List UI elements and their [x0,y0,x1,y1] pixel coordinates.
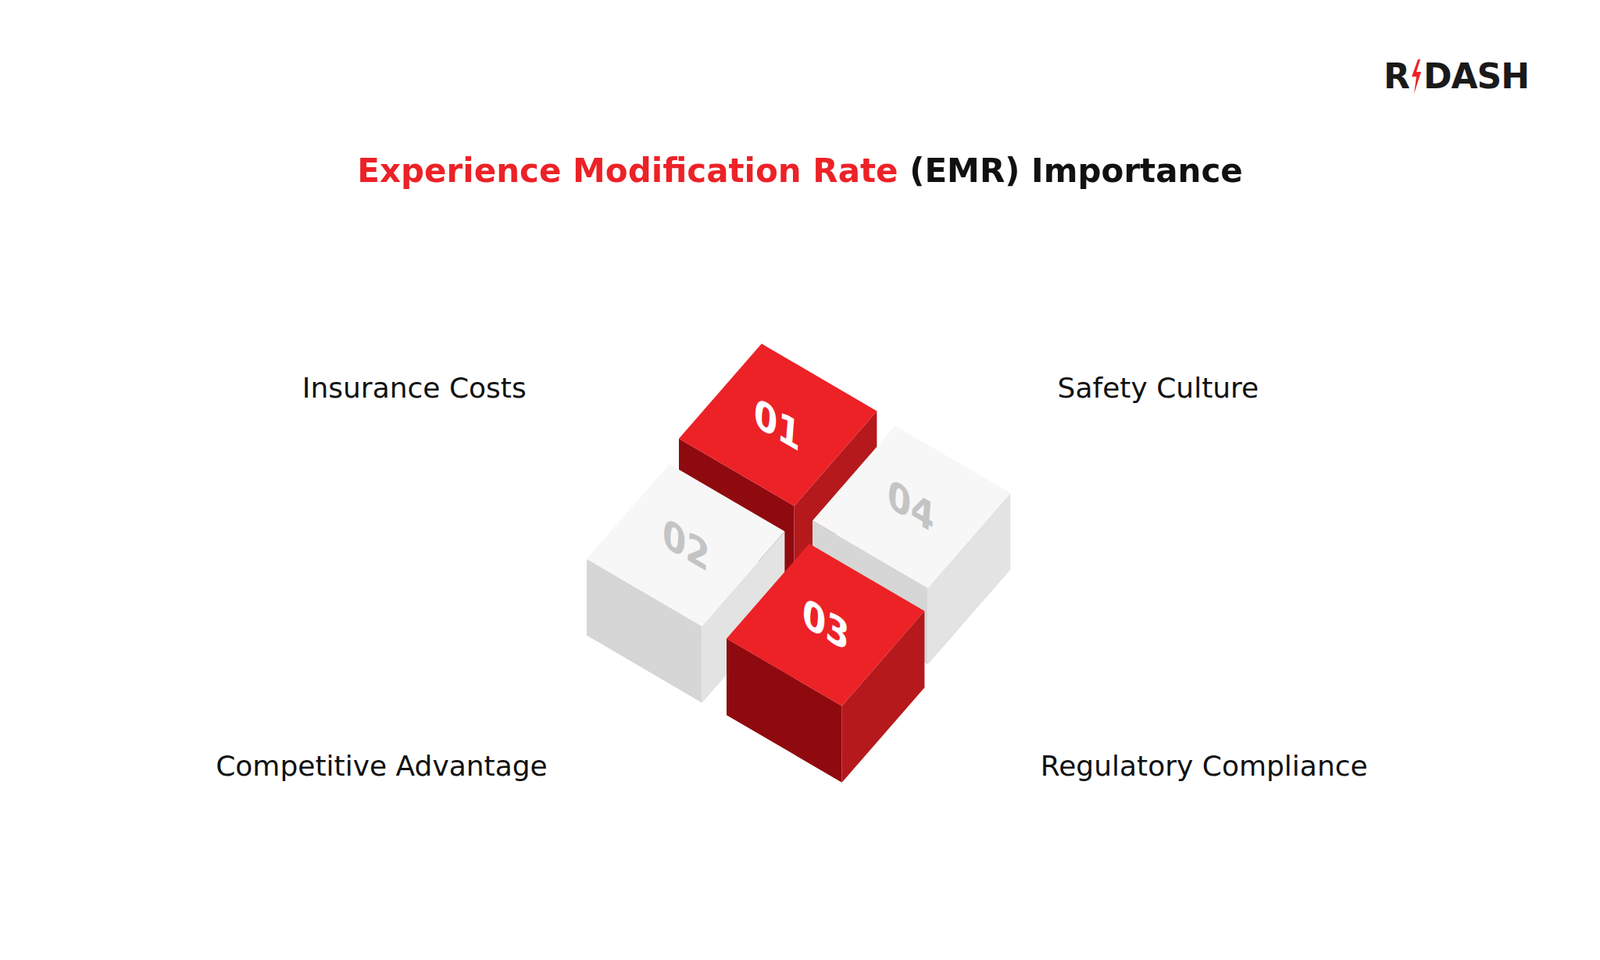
cube-shape [726,543,925,783]
brand-logo: R DASH [1383,59,1529,94]
logo-text: R [1383,59,1410,94]
number-cube: 03 [726,543,925,783]
item-label: Safety Culture [1057,371,1260,404]
cube-top-face [812,425,1011,589]
item-label: Insurance Costs [302,371,527,404]
logo-text: DASH [1423,59,1529,94]
item-label: Competitive Advantage [215,749,548,782]
lightning-bolt [1410,59,1423,94]
diagram-title: Experience Modification Rate (EMR) Impor… [357,151,1243,190]
lightning-bolt-shape [1411,59,1422,94]
cube-top-face [586,464,785,627]
item-label: Regulatory Compliance [1040,749,1368,782]
